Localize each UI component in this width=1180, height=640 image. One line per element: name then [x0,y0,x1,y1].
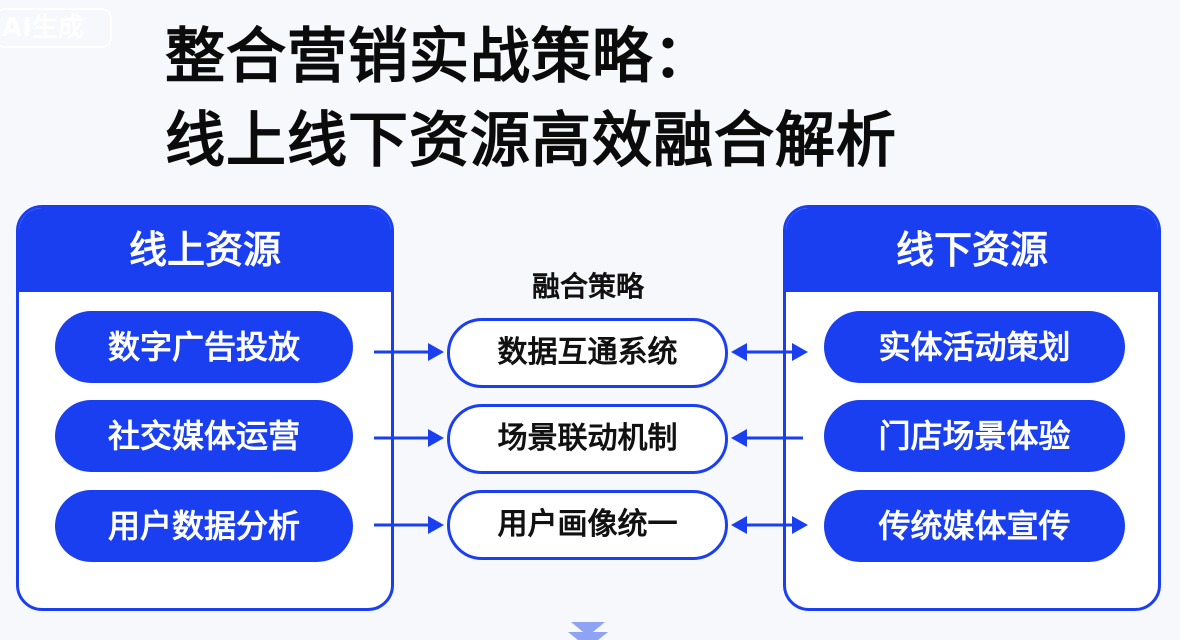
ai-generated-watermark: AI生成 [0,8,112,48]
strategy-item: 数据互通系统 [447,318,728,388]
online-item: 社交媒体运营 [55,400,353,472]
offline-item: 实体活动策划 [824,311,1125,383]
double-arrow-icon [731,516,808,534]
online-item: 数字广告投放 [55,311,353,383]
offline-item: 传统媒体宣传 [824,490,1125,562]
page-title-line1: 整合营销实战策略： [165,22,714,92]
arrow-right-icon [374,429,444,447]
arrow-right-icon [374,516,444,534]
online-resources-header: 线上资源 [19,208,391,292]
online-item: 用户数据分析 [55,490,353,562]
offline-resources-header: 线下资源 [786,208,1158,292]
strategy-item: 用户画像统一 [447,490,728,560]
arrow-left-icon [731,429,803,447]
double-arrow-icon [731,343,808,361]
arrow-right-icon [374,343,444,361]
strategy-item: 场景联动机制 [447,404,728,474]
page-title-line2: 线上线下资源高效融合解析 [165,106,897,176]
chevron-down-icon [568,622,608,640]
offline-item: 门店场景体验 [824,400,1125,472]
strategy-header: 融合策略 [531,270,644,303]
